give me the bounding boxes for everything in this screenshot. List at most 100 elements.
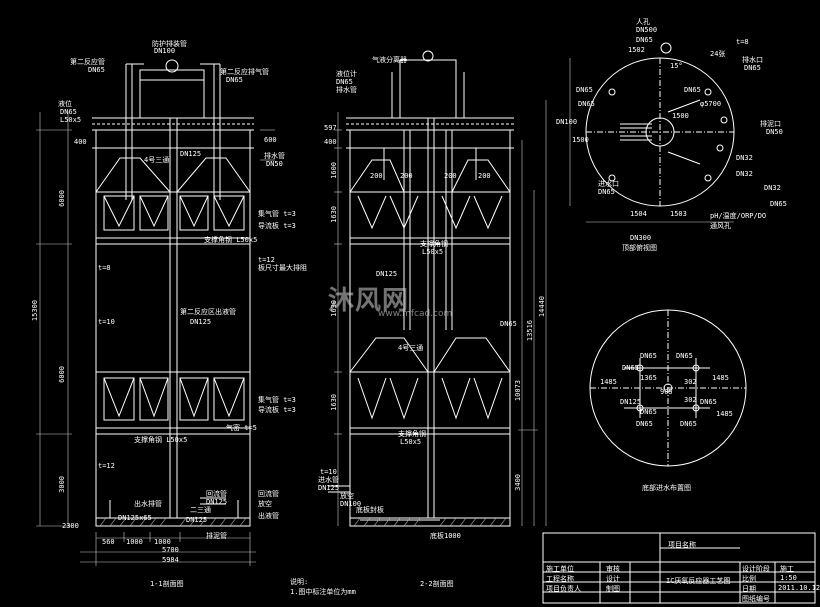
dim-left-v-2: 6000 (58, 366, 66, 383)
title-block-frame (542, 532, 816, 604)
label-left-23: 支撑角钢 L50x5 (134, 436, 188, 444)
label-left-5: DN65 (226, 76, 243, 84)
note-title: 说明: (290, 578, 309, 586)
label-top-7: t=8 (736, 38, 749, 46)
tb-r2-c1: 制图 (606, 585, 620, 593)
label-top-16: DN65 (770, 200, 787, 208)
label-top-24: 通风孔 (710, 222, 731, 230)
label-top-11: DN50 (766, 128, 783, 136)
right-bottom-label: 底板1000 (430, 532, 461, 540)
label-bot-10: DN65 (640, 408, 657, 416)
label-right-16: L50x5 (422, 248, 444, 256)
label-left-15: 支撑角钢 L50x5 (204, 236, 258, 244)
label-right-15: 支撑角钢 (420, 240, 448, 248)
label-right-2: DN65 (336, 78, 353, 86)
label-left-18: 第二反应区出液管 (180, 308, 236, 316)
label-bot-12: DN65 (636, 420, 653, 428)
label-right-3: 排水管 (336, 86, 357, 94)
label-top-26: DN100 (556, 118, 578, 126)
label-bot-3: 1485 (600, 378, 617, 386)
label-top-3: DN500 (636, 26, 658, 34)
watermark-url: www.mfcad.com (378, 309, 453, 319)
tb-r0-c3: 施工 (780, 565, 794, 573)
dim-left-v-0: 15300 (31, 300, 39, 322)
project-name-label: 项目名称 (668, 541, 696, 549)
label-left-2: 第二反应管 (70, 58, 105, 66)
label-top-25: DN65 (578, 100, 595, 108)
dim-left-h-3: 5700 (162, 546, 179, 554)
label-left-25: 出水排管 (134, 500, 162, 508)
label-left-12: DN50 (266, 160, 283, 168)
label-left-22: 气密 t=5 (226, 424, 257, 432)
label-bot-14: DN65 (680, 420, 697, 428)
dim-right-v-1: 10073 (514, 380, 522, 402)
label-right-21: DN125 (318, 484, 340, 492)
label-right-9: 400 (324, 138, 337, 146)
dim-right-v-3: 3400 (514, 474, 522, 491)
label-bot-11: DN65 (700, 398, 717, 406)
label-right-25: t=10 (320, 468, 337, 476)
tb-r1-c1: 设计 (606, 575, 620, 583)
label-left-13: 集气管 t=3 (258, 210, 296, 218)
label-bot-0: DN65 (640, 352, 657, 360)
right-section-view (328, 50, 514, 527)
label-top-19: DN32 (764, 184, 781, 192)
dim-left-h-1: 1000 (126, 538, 143, 546)
left-dimension-lines (36, 112, 275, 566)
right-view-title: 2-2剖面图 (420, 580, 454, 588)
label-right-17: 4号三通 (398, 344, 424, 352)
label-right-7: 200 (478, 172, 491, 180)
label-right-14: DN65 (500, 320, 517, 328)
label-bot-5: 1485 (712, 374, 729, 382)
label-left-19: DN125 (190, 318, 212, 326)
label-right-20: 进水管 (318, 476, 339, 484)
top-plan-view (585, 42, 735, 207)
label-bot-7: 302 (684, 378, 697, 386)
label-top-15: DN65 (684, 86, 701, 94)
watermark-brand: 沐风网 (328, 286, 410, 316)
label-left-28: DN125 (206, 498, 228, 506)
label-left-4: 第二反应排气管 (220, 68, 269, 76)
label-left-31: 回流管 (258, 490, 279, 498)
label-top-14: DN65 (576, 86, 593, 94)
bottom-plan-view (589, 309, 747, 467)
label-top-1: DN65 (636, 36, 653, 44)
dim-right-v-0: 13516 (526, 320, 534, 342)
left-view-title: 1-1剖面图 (150, 580, 184, 588)
label-bot-6: 905 (660, 388, 673, 396)
label-left-30: 放空 (258, 500, 272, 508)
label-bot-13: 1485 (716, 410, 733, 418)
label-left-32: 出液管 (258, 512, 279, 520)
tb-r1-c0: 工程名称 (546, 575, 574, 583)
label-left-1: DN100 (154, 47, 176, 55)
tb-r0-c2: 设计阶段 (742, 565, 770, 573)
tb-r0-c0: 施工单位 (546, 565, 574, 573)
label-top-28: 15° (670, 62, 683, 70)
tb-r2-c0: 项目负责人 (546, 585, 581, 593)
dim-left-v-5: 400 (74, 138, 87, 146)
label-right-18: 支撑角钢 (398, 430, 426, 438)
dim-left-v-1: 6000 (58, 190, 66, 207)
label-bot-9: DN125 (620, 398, 642, 406)
label-top-6: 24张 (710, 50, 726, 58)
label-bot-1: DN65 (676, 352, 693, 360)
label-right-1: 液位计 (336, 70, 357, 78)
tb-r0-c1: 审核 (606, 565, 620, 573)
right-dimension-lines (334, 100, 547, 526)
label-right-13: 1630 (330, 394, 338, 411)
dim-left-h-2: 1000 (154, 538, 171, 546)
tb-r3-c2: 图纸编号 (742, 595, 770, 603)
label-top-27: 1500 (572, 136, 589, 144)
dim-right-v-2: 14440 (538, 296, 546, 318)
tb-r2-c3: 2011.10.12 (778, 584, 820, 592)
label-left-16: 板尺寸最大排阻 (258, 264, 307, 272)
label-right-11: 1630 (330, 206, 338, 223)
label-left-0: 防护排装管 (152, 40, 187, 48)
label-left-24: DN125x65 (118, 514, 152, 522)
label-left-14: 导流板 t=3 (258, 222, 296, 230)
label-bot-2: DN65 (622, 364, 639, 372)
label-right-8: 1600 (330, 162, 338, 179)
dim-left-v-8: t=12 (98, 462, 115, 470)
dim-left-v-4: 600 (264, 136, 277, 144)
label-top-18: DN32 (736, 170, 753, 178)
